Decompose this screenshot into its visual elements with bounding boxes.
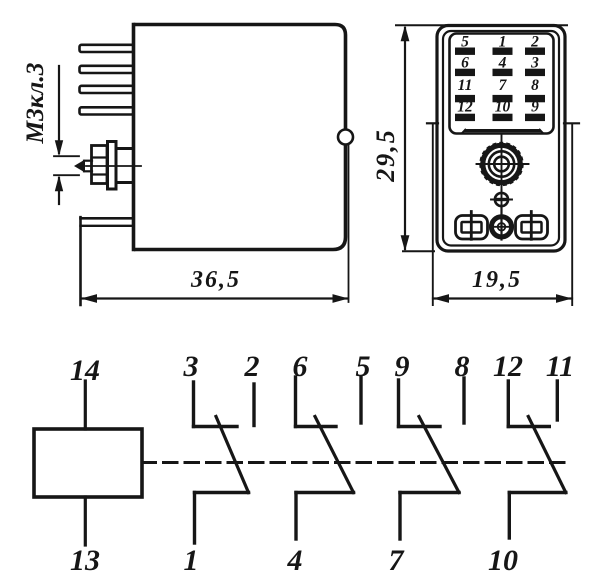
svg-text:5: 5 — [461, 33, 469, 50]
svg-text:11: 11 — [546, 350, 574, 383]
svg-text:14: 14 — [70, 354, 100, 387]
svg-text:11: 11 — [458, 77, 473, 94]
svg-text:9: 9 — [395, 350, 410, 383]
svg-text:19,5: 19,5 — [472, 267, 522, 293]
svg-text:7: 7 — [499, 77, 508, 94]
svg-text:8: 8 — [531, 77, 539, 94]
svg-text:2: 2 — [244, 350, 260, 383]
svg-text:13: 13 — [70, 544, 100, 577]
svg-text:1: 1 — [499, 33, 507, 50]
svg-text:6: 6 — [293, 350, 308, 383]
svg-text:3: 3 — [183, 350, 199, 383]
svg-text:4: 4 — [498, 54, 507, 71]
svg-text:10: 10 — [488, 544, 518, 577]
svg-text:6: 6 — [461, 54, 469, 71]
svg-text:7: 7 — [389, 544, 405, 577]
svg-text:2: 2 — [530, 33, 539, 50]
svg-text:12: 12 — [493, 350, 523, 383]
svg-text:4: 4 — [287, 544, 303, 577]
svg-text:3: 3 — [530, 54, 539, 71]
svg-text:29,5: 29,5 — [371, 128, 400, 183]
svg-text:5: 5 — [356, 350, 371, 383]
svg-text:12: 12 — [457, 98, 473, 115]
svg-text:10: 10 — [495, 98, 511, 115]
svg-text:9: 9 — [531, 98, 539, 115]
svg-text:М3кл.3: М3кл.3 — [20, 62, 49, 144]
svg-text:8: 8 — [455, 350, 470, 383]
svg-text:1: 1 — [184, 544, 199, 577]
svg-text:36,5: 36,5 — [190, 267, 241, 293]
